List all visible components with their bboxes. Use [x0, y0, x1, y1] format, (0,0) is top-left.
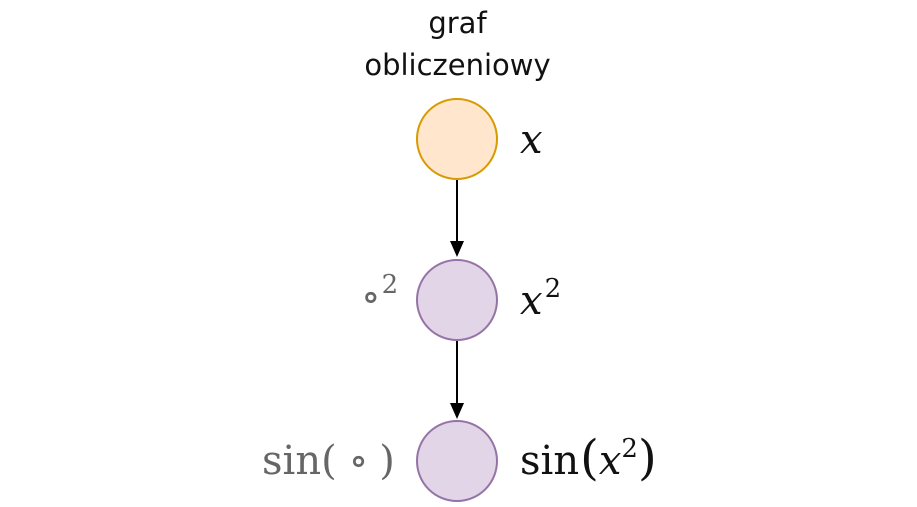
node-square-value-label: x2 [520, 274, 561, 324]
node-x-value-label: x [520, 117, 543, 163]
node-sin [416, 420, 498, 502]
node-square [416, 259, 498, 341]
title-line-1: graf [428, 6, 487, 40]
node-square-operator-label: ∘2 [361, 270, 398, 320]
title-line-2: obliczeniowy [364, 48, 551, 82]
node-sin-operator-label: sin(∘) [262, 438, 395, 484]
node-x [416, 98, 498, 180]
diagram-title: graf obliczeniowy [320, 2, 595, 86]
node-sin-value-label: sin(x2) [520, 430, 657, 486]
